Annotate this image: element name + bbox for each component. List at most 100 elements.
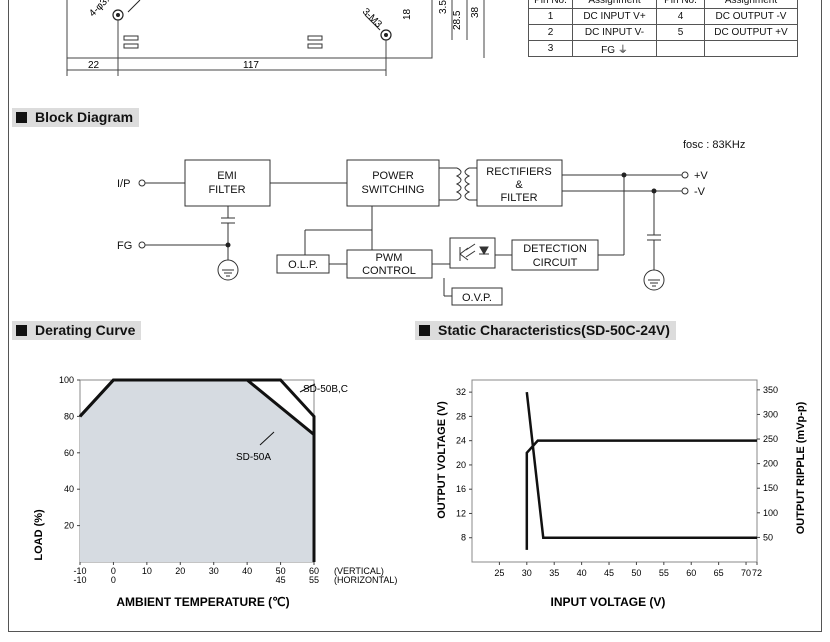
static-xlabel: INPUT VOLTAGE (V)	[551, 595, 666, 609]
datasheet-frame	[8, 0, 822, 632]
x-axis-note-horizontal: (HORIZONTAL)	[334, 575, 397, 585]
table-cell	[704, 40, 798, 57]
hole-left-label: 4-φ3.5	[87, 0, 116, 19]
rect-label-3: FILTER	[500, 192, 537, 204]
x-tick-label: 70	[741, 568, 751, 578]
x-tick-label-vertical: 30	[209, 566, 219, 576]
series-label-sd-50a: SD-50A	[236, 452, 271, 463]
hole-right-label: 3-M3	[360, 6, 384, 30]
fg-label: FG	[117, 240, 132, 252]
x-tick-label: 45	[604, 568, 614, 578]
dim-22: 22	[88, 60, 100, 71]
pwm-label-1: PWM	[376, 252, 403, 264]
table-cell: 1	[528, 8, 573, 25]
x-tick-label: 35	[549, 568, 559, 578]
y2-tick-label: 350	[763, 385, 778, 395]
table-cell: 2	[528, 24, 573, 41]
y-tick-label: 24	[456, 436, 466, 446]
dim-18: 18	[402, 8, 413, 20]
table-cell: DC INPUT V+	[572, 8, 657, 25]
mechanical-drawing: 4-φ3.5 3-M3 22 117 18 3.5 28.5 38	[66, 0, 485, 76]
x-tick-label-horizontal: 0	[111, 575, 116, 585]
dim-117: 117	[243, 60, 259, 71]
dim-38: 38	[470, 6, 481, 18]
derating-xlabel: AMBIENT TEMPERATURE (℃)	[116, 595, 289, 609]
derating-area-fill	[80, 380, 314, 562]
x-tick-label-vertical: 40	[242, 566, 252, 576]
derating-heading: Derating Curve	[12, 321, 142, 340]
rect-label-2: &	[515, 179, 523, 191]
y2-tick-label: 100	[763, 508, 778, 518]
x-tick-label-vertical: 10	[142, 566, 152, 576]
dim-3-5: 3.5	[438, 0, 449, 14]
derating-ylabel: LOAD (%)	[33, 509, 45, 561]
x-tick-label: 60	[686, 568, 696, 578]
ip-label: I/P	[117, 178, 130, 190]
emi-label-1: EMI	[217, 170, 237, 182]
series-line-output-voltage	[525, 439, 757, 550]
y2-tick-label: 50	[763, 532, 773, 542]
x-axis-note-vertical: (VERTICAL)	[334, 566, 384, 576]
emi-filter-block	[184, 159, 271, 207]
series-line-sd-50a	[78, 378, 316, 562]
table-cell: DC OUTPUT +V	[704, 24, 798, 41]
y-tick-label: 80	[64, 411, 74, 421]
x-tick-label-vertical: 0	[111, 566, 116, 576]
x-tick-label: 65	[714, 568, 724, 578]
power-switching-block	[346, 159, 440, 207]
optocoupler-block	[449, 237, 496, 269]
y2-tick-label: 200	[763, 459, 778, 469]
x-tick-label-horizontal: -10	[73, 575, 86, 585]
x-tick-label: 30	[522, 568, 532, 578]
y2-tick-label: 250	[763, 434, 778, 444]
y-tick-label: 32	[456, 387, 466, 397]
y-tick-label: 20	[64, 521, 74, 531]
y-tick-label: 8	[461, 533, 466, 543]
table-cell: DC INPUT V-	[572, 24, 657, 41]
pin-assignment-table: Pin No. Assignment Pin No. Assignment 1 …	[528, 0, 798, 57]
col-header: Pin No.	[528, 0, 573, 9]
y-tick-label: 40	[64, 484, 74, 494]
table-cell: DC OUTPUT -V	[704, 8, 798, 25]
y-tick-label: 100	[59, 375, 74, 385]
y-tick-label: 12	[456, 508, 466, 518]
table-row: 3 FG ⏚	[528, 40, 798, 57]
y-tick-label: 28	[456, 411, 466, 421]
x-tick-label: 55	[659, 568, 669, 578]
table-cell: 5	[656, 24, 705, 41]
x-tick-label: 40	[577, 568, 587, 578]
table-cell: 3	[528, 40, 573, 57]
x-tick-label: 72	[752, 568, 762, 578]
table-cell	[656, 40, 705, 57]
square-bullet-icon	[419, 325, 430, 336]
y-tick-label: 16	[456, 484, 466, 494]
rectifiers-block	[476, 159, 563, 207]
x-tick-label-vertical: 20	[175, 566, 185, 576]
vplus-label: +V	[694, 170, 708, 182]
dim-28-5: 28.5	[452, 10, 463, 30]
x-tick-label-horizontal: 55	[309, 575, 319, 585]
static-y2label: OUTPUT RIPPLE (mVp-p)	[795, 401, 807, 534]
series-label-sd-50bc: SD-50B,C	[303, 384, 348, 395]
ovp-label: O.V.P.	[462, 292, 492, 304]
square-bullet-icon	[16, 325, 27, 336]
derating-chart: LOAD (%) AMBIENT TEMPERATURE (℃) 20 40 60 8…	[33, 375, 397, 609]
x-tick-label-vertical: 60	[309, 566, 319, 576]
pwr-label-2: SWITCHING	[362, 184, 425, 196]
table-row: 1 DC INPUT V+ 4 DC OUTPUT -V	[528, 8, 798, 25]
table-header-row: Pin No. Assignment Pin No. Assignment	[528, 0, 798, 9]
col-header: Pin No.	[656, 0, 705, 9]
table-cell: 4	[656, 8, 705, 25]
det-label-1: DETECTION	[523, 243, 587, 255]
x-tick-label-vertical: 50	[276, 566, 286, 576]
pwr-label-1: POWER	[372, 170, 414, 182]
col-header: Assignment	[704, 0, 798, 9]
x-tick-label: 50	[631, 568, 641, 578]
emi-label-2: FILTER	[208, 184, 245, 196]
det-label-2: CIRCUIT	[533, 257, 578, 269]
pwm-label-2: CONTROL	[362, 265, 416, 277]
x-tick-label-vertical: -10	[73, 566, 86, 576]
series-line-output-ripple	[525, 391, 757, 539]
x-tick-label-horizontal: 45	[276, 575, 286, 585]
y2-tick-label: 150	[763, 483, 778, 493]
